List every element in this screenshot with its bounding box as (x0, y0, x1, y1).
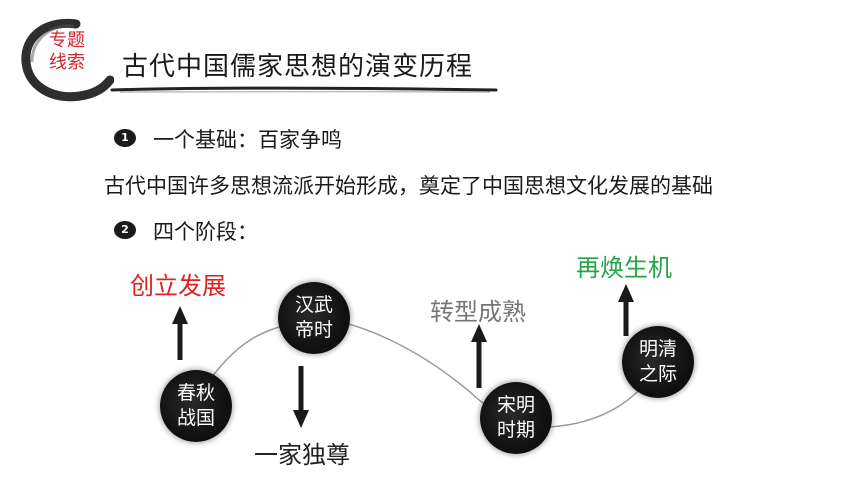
bullet-2-text: 四个阶段： (153, 220, 258, 244)
description-text: 古代中国许多思想流派开始形成，奠定了中国思想文化发展的基础 (104, 174, 713, 198)
arrow-down-icon (293, 366, 309, 428)
stage-label-revival: 再焕生机 (576, 254, 672, 282)
stage-node-han-wudi: 汉武帝时 (278, 282, 350, 354)
stage-label-transformation: 转型成熟 (430, 298, 526, 326)
brush-circle-icon (21, 18, 114, 102)
title-underline (110, 86, 498, 93)
bullet-2-icon: 2 (114, 221, 136, 239)
stage-label-supremacy: 一家独尊 (254, 441, 350, 469)
arrow-up-icon (618, 284, 634, 336)
stage-label-founding: 创立发展 (130, 272, 226, 300)
stage-node-song-ming: 宋明时期 (480, 382, 552, 454)
bullet-1-text: 一个基础：百家争鸣 (153, 128, 342, 152)
badge-line-2: 线索 (49, 52, 85, 73)
stage-node-ming-qing: 明清之际 (622, 326, 694, 398)
badge-line-1: 专题 (49, 30, 85, 51)
page-title: 古代中国儒家思想的演变历程 (122, 52, 474, 82)
arrow-up-icon (172, 306, 188, 360)
arrow-up-icon (471, 324, 487, 388)
topic-badge: 专题 线索 (38, 30, 96, 74)
stage-node-spring-autumn: 春秋战国 (160, 370, 232, 442)
bullet-1-icon: 1 (114, 129, 136, 147)
